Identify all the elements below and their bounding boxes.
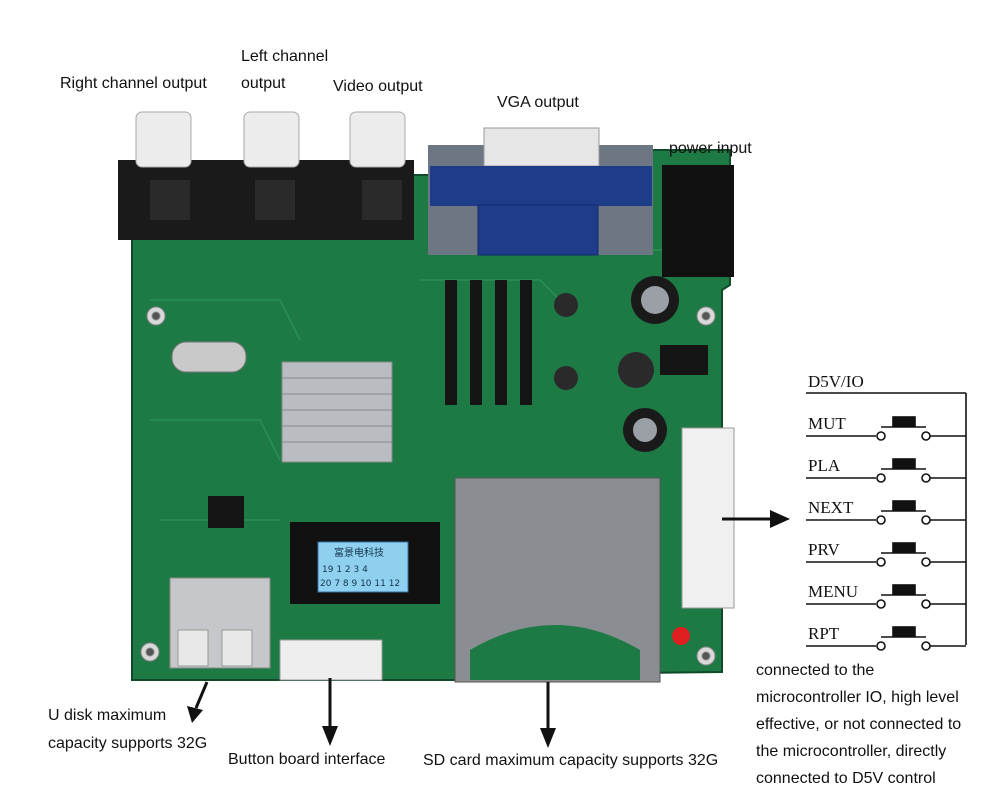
sd-card-slot (454, 477, 661, 683)
label-video: Video output (333, 78, 423, 95)
usb-port (169, 577, 271, 669)
button-switch-menu (806, 584, 966, 609)
ic-chips (208, 280, 708, 528)
button-label-next: NEXT (808, 498, 854, 517)
label-vga: VGA output (497, 94, 579, 111)
label-sd-card: SD card maximum capacity supports 32G (423, 752, 719, 769)
button-label-pla: PLA (808, 456, 841, 475)
capacitors (554, 276, 679, 452)
label-right-channel: Right channel output (60, 75, 207, 92)
button-switch-mut (806, 416, 966, 441)
button-label-rpt: RPT (808, 624, 840, 643)
chip-brand: 富景电科技 (334, 546, 384, 559)
button-label-prv: PRV (808, 540, 840, 559)
wiring-note: connected to the microcontroller IO, hig… (756, 657, 996, 792)
arrows (187, 510, 790, 748)
label-power: power input (669, 140, 752, 157)
button-switch-prv (806, 542, 966, 567)
note-line: effective, or not connected to (756, 716, 962, 733)
label-usb-1: U disk maximum (48, 707, 167, 724)
button-wiring (806, 392, 967, 651)
power-jack (662, 165, 734, 277)
label-left-channel-1: Left channel (241, 48, 329, 65)
button-switch-pla (806, 458, 966, 483)
label-button-board: Button board interface (228, 751, 386, 768)
button-board-connector (279, 639, 383, 681)
rca-jacks (118, 111, 414, 240)
label-left-channel-2: output (241, 75, 286, 92)
vga-connector (428, 127, 653, 256)
note-line: the microcontroller, directly (756, 743, 947, 760)
button-switch-next (806, 500, 966, 525)
heatsink (281, 361, 393, 463)
chip-label (317, 541, 409, 593)
chip-row2: 20 7 8 9 10 11 12 (320, 579, 400, 589)
note-line: connected to D5V control (756, 770, 936, 787)
led (672, 627, 690, 645)
note-line: connected to the (756, 662, 875, 679)
label-usb-2: capacity supports 32G (48, 735, 208, 752)
button-switch-rpt (806, 626, 966, 651)
mount-holes (140, 306, 716, 666)
note-line: microcontroller IO, high level (756, 689, 959, 706)
button-label-menu: MENU (808, 582, 859, 601)
label-supply: D5V/IO (808, 372, 864, 391)
chip-row1: 19 1 2 3 4 (322, 565, 368, 575)
button-label-mut: MUT (808, 414, 846, 433)
crystal (171, 341, 247, 373)
